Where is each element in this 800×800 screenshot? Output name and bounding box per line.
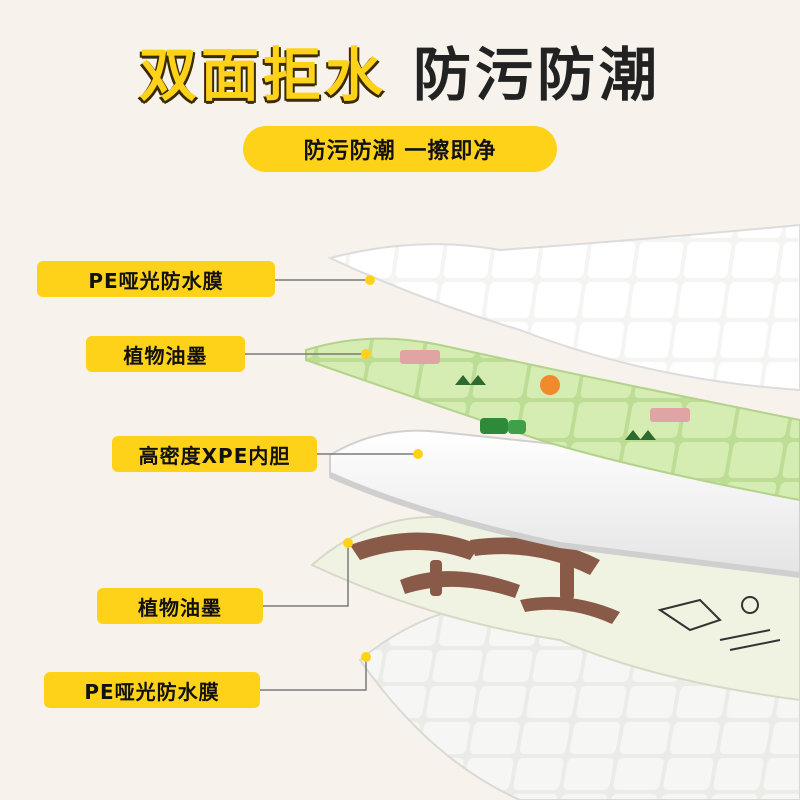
- dot-2: [361, 349, 371, 359]
- layer-label-pe-film-top: PE哑光防水膜: [37, 261, 275, 297]
- brown-pattern: [350, 532, 620, 624]
- dot-3: [413, 449, 423, 459]
- dot-1: [365, 275, 375, 285]
- line-drawing: [657, 596, 781, 651]
- title-secondary: 防污防潮: [413, 41, 662, 109]
- layer-label-pe-film-bottom: PE哑光防水膜: [44, 672, 260, 708]
- connector-lines: [245, 279, 416, 691]
- connector-4: [263, 543, 349, 607]
- connector-5: [260, 657, 367, 691]
- layer-label-ink-bottom: 植物油墨: [97, 588, 263, 624]
- green-pattern: [400, 350, 690, 440]
- layer-label-xpe-core: 高密度XPE内胆: [112, 436, 317, 472]
- dot-4: [343, 538, 353, 548]
- dot-5: [361, 652, 371, 662]
- title-highlight: 双面拒水: [138, 41, 387, 109]
- connector-dots: [343, 275, 423, 662]
- layer-label-ink-top: 植物油墨: [86, 336, 245, 372]
- layer-pe-film-top: [327, 223, 800, 392]
- page-title: 双面拒水防污防潮: [0, 28, 800, 112]
- subtitle-badge: 防污防潮 一擦即净: [243, 126, 557, 172]
